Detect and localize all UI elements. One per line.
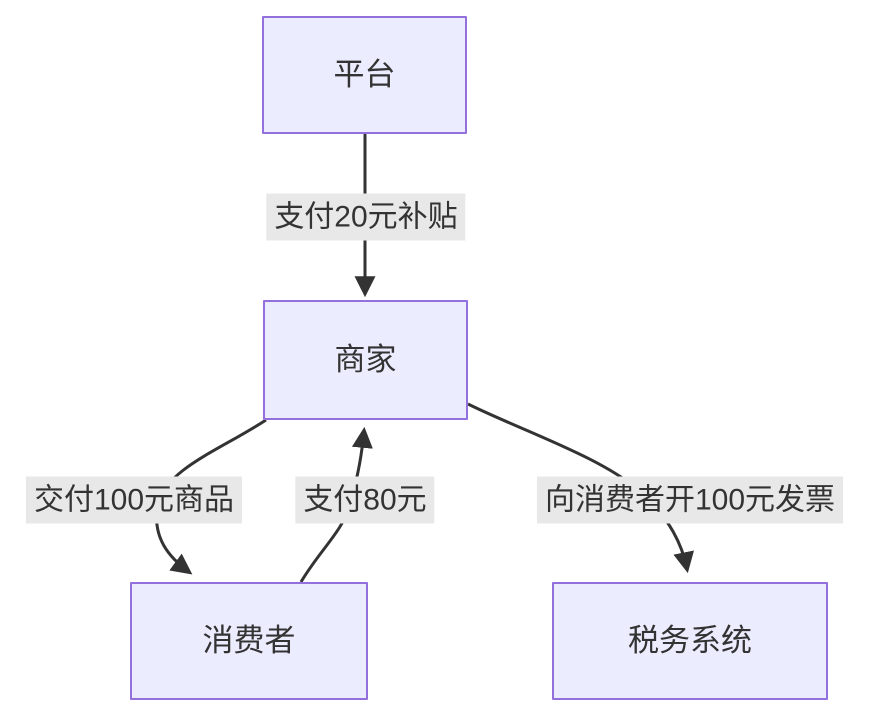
node-consumer-label: 消费者 <box>202 623 296 659</box>
edge-label-deliver-goods: 交付100元商品 <box>25 476 243 524</box>
edge-label-pay-80: 支付80元 <box>295 476 435 524</box>
node-merchant: 商家 <box>263 300 468 420</box>
node-merchant-label: 商家 <box>334 342 397 378</box>
edge-label-pay-subsidy: 支付20元补贴 <box>266 193 466 241</box>
node-tax-system: 税务系统 <box>552 582 828 700</box>
node-consumer: 消费者 <box>130 582 368 700</box>
node-tax-system-label: 税务系统 <box>628 623 752 659</box>
edge-label-issue-invoice: 向消费者开100元发票 <box>536 476 844 524</box>
node-platform-label: 平台 <box>333 57 396 93</box>
node-platform: 平台 <box>262 16 467 134</box>
